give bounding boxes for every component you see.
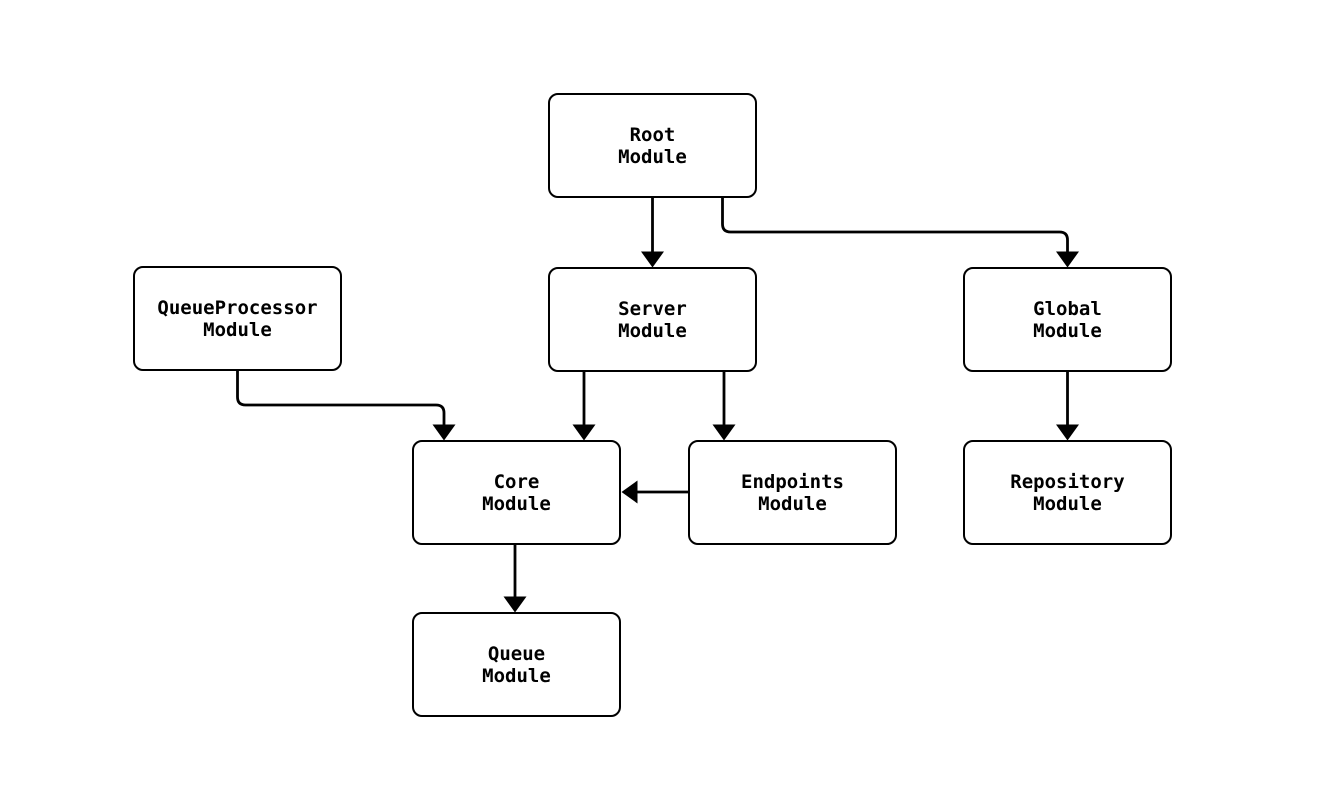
- node-repository-module-label: Repository Module: [1010, 470, 1125, 515]
- edge-server-to-core-arrowhead-icon: [572, 424, 596, 441]
- node-queue-module-label: Queue Module: [482, 642, 551, 687]
- edge-root-to-global-line: [721, 198, 1069, 252]
- edge-queueprocessor-to-core: [236, 371, 456, 441]
- edge-server-to-core: [572, 372, 596, 441]
- node-global-module-label: Global Module: [1033, 297, 1102, 342]
- node-server-module: Server Module: [548, 267, 757, 372]
- edge-global-to-repository: [1056, 372, 1079, 441]
- edge-endpoints-to-core: [621, 480, 688, 504]
- edge-core-to-queue-arrowhead-icon: [503, 596, 527, 613]
- edge-root-to-global-arrowhead-icon: [1056, 251, 1079, 268]
- edge-server-to-endpoints: [712, 372, 736, 441]
- node-root-module: Root Module: [548, 93, 757, 198]
- edge-core-to-queue: [503, 544, 527, 613]
- node-core-module-label: Core Module: [482, 470, 551, 515]
- edge-queueprocessor-to-core-arrowhead-icon: [432, 424, 456, 441]
- node-server-module-label: Server Module: [618, 297, 687, 342]
- node-queueprocessor-module-label: QueueProcessor Module: [157, 296, 318, 341]
- node-endpoints-module: Endpoints Module: [688, 440, 897, 545]
- edge-queueprocessor-to-core-line: [236, 371, 446, 425]
- node-endpoints-module-label: Endpoints Module: [741, 470, 844, 515]
- edge-root-to-server-arrowhead-icon: [641, 251, 664, 268]
- edge-server-to-endpoints-arrowhead-icon: [712, 424, 736, 441]
- node-repository-module: Repository Module: [963, 440, 1172, 545]
- node-global-module: Global Module: [963, 267, 1172, 372]
- edge-root-to-global: [721, 198, 1079, 268]
- node-core-module: Core Module: [412, 440, 621, 545]
- node-queueprocessor-module: QueueProcessor Module: [133, 266, 342, 371]
- edge-endpoints-to-core-arrowhead-icon: [621, 480, 638, 504]
- edge-global-to-repository-arrowhead-icon: [1056, 424, 1079, 441]
- node-queue-module: Queue Module: [412, 612, 621, 717]
- edge-root-to-server: [641, 198, 664, 268]
- node-root-module-label: Root Module: [618, 123, 687, 168]
